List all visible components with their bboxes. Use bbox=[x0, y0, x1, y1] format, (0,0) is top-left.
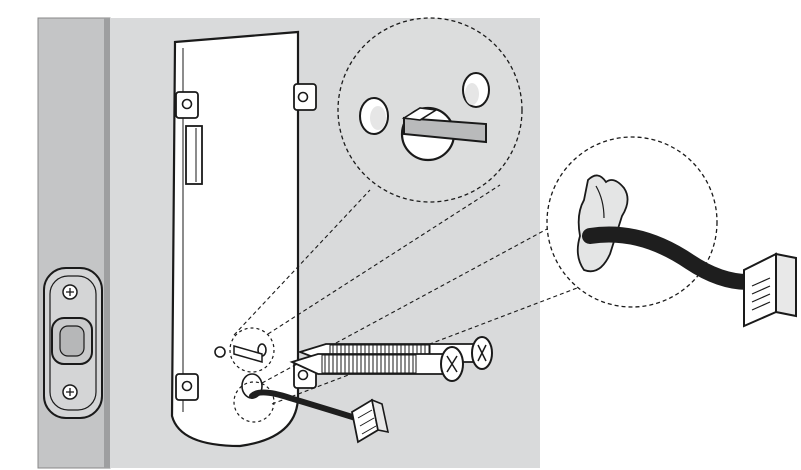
screw-icon bbox=[289, 336, 493, 382]
detail-marker-cable bbox=[233, 381, 275, 423]
ribbon-cable-icon bbox=[582, 226, 756, 290]
door-edge-shadow bbox=[104, 18, 110, 468]
callout-cable-detail bbox=[546, 136, 797, 328]
detail-marker-latch bbox=[229, 327, 275, 373]
leader-line-top-1 bbox=[233, 189, 371, 336]
plate-slot bbox=[185, 125, 203, 185]
connector-icon bbox=[743, 252, 797, 328]
cable-strand bbox=[249, 389, 365, 423]
magnifier-callout-icon bbox=[337, 17, 523, 203]
cable-connector-small bbox=[350, 398, 390, 444]
latch-faceplate-icon bbox=[43, 267, 103, 419]
leader-line-top-2 bbox=[267, 184, 501, 335]
mounting-plate-icon bbox=[170, 30, 317, 448]
